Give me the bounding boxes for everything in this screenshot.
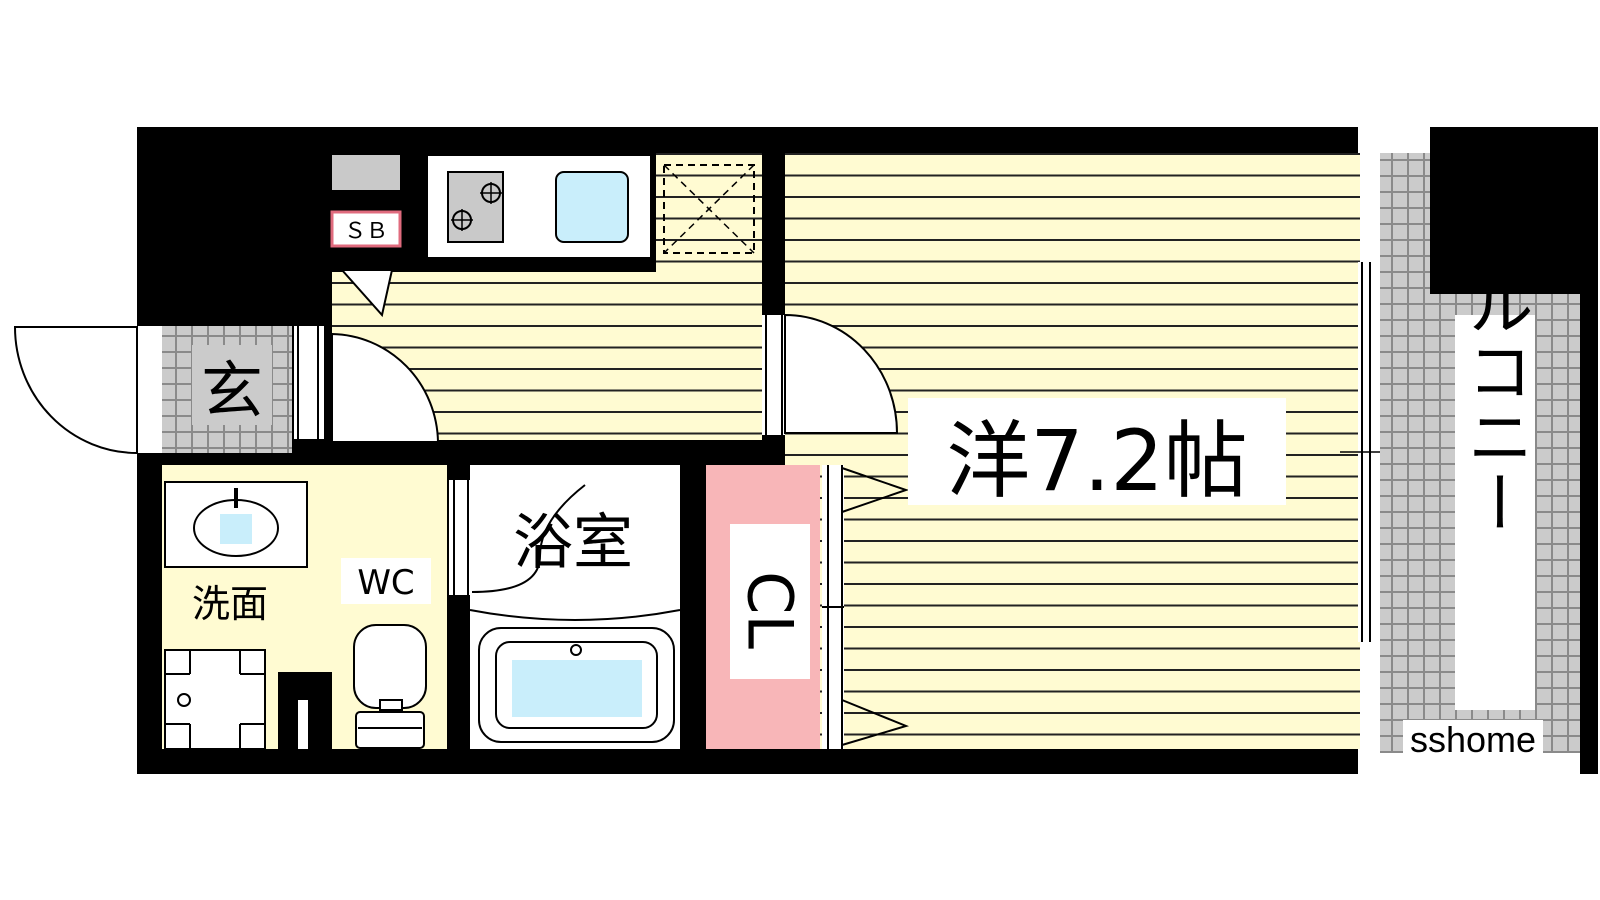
toilet-label: WC [357,563,414,603]
room-door-swing[interactable] [784,313,899,434]
bathtub-icon [478,627,675,743]
kitchen-counter-floor [656,153,762,273]
closet-door-swing-bottom[interactable] [841,699,910,746]
shoe-box-door-swing [339,269,394,318]
western-room-label: 洋7.2帖 [946,412,1248,510]
balcony-wall-block [1430,127,1598,294]
washroom-label: 洗面 [192,582,268,626]
closet-label: CL [734,571,807,649]
entrance-label: 玄 [201,354,263,427]
toilet-icon [353,624,427,749]
sink-icon [555,171,629,243]
pipe-shaft-slot [298,700,308,749]
corridor-door-swing[interactable] [331,332,440,443]
washbasin-icon [193,488,279,557]
shoe-box [332,155,400,190]
closet-door-swing-top[interactable] [841,467,910,513]
entrance-label-bg [192,345,272,425]
bathroom-door-swing[interactable] [471,484,586,593]
balcony-label: バルコニー [1457,205,1534,535]
balcony-label-bg [1455,315,1535,710]
shoe-box-label-bg [330,210,402,248]
bathtub-rim [469,609,681,621]
stove-icon [447,171,504,243]
refrigerator-space-icon [663,164,755,254]
room-door-opening [762,315,785,435]
washing-machine-icon [164,649,266,750]
entrance-door-swing[interactable] [13,326,138,455]
watermark-bg [1403,720,1543,760]
watermark: sshome [1410,719,1536,760]
balcony-side-wall [1580,127,1598,774]
western-room-label-bg [908,398,1286,505]
entrance-door-opening [137,326,162,453]
bathroom-door-opening [449,480,470,595]
toilet-label-bg [341,558,431,604]
bathroom-label: 浴室 [513,508,633,578]
shoe-box-label: ＳＢ [344,219,388,244]
closet-label-bg [730,524,810,679]
